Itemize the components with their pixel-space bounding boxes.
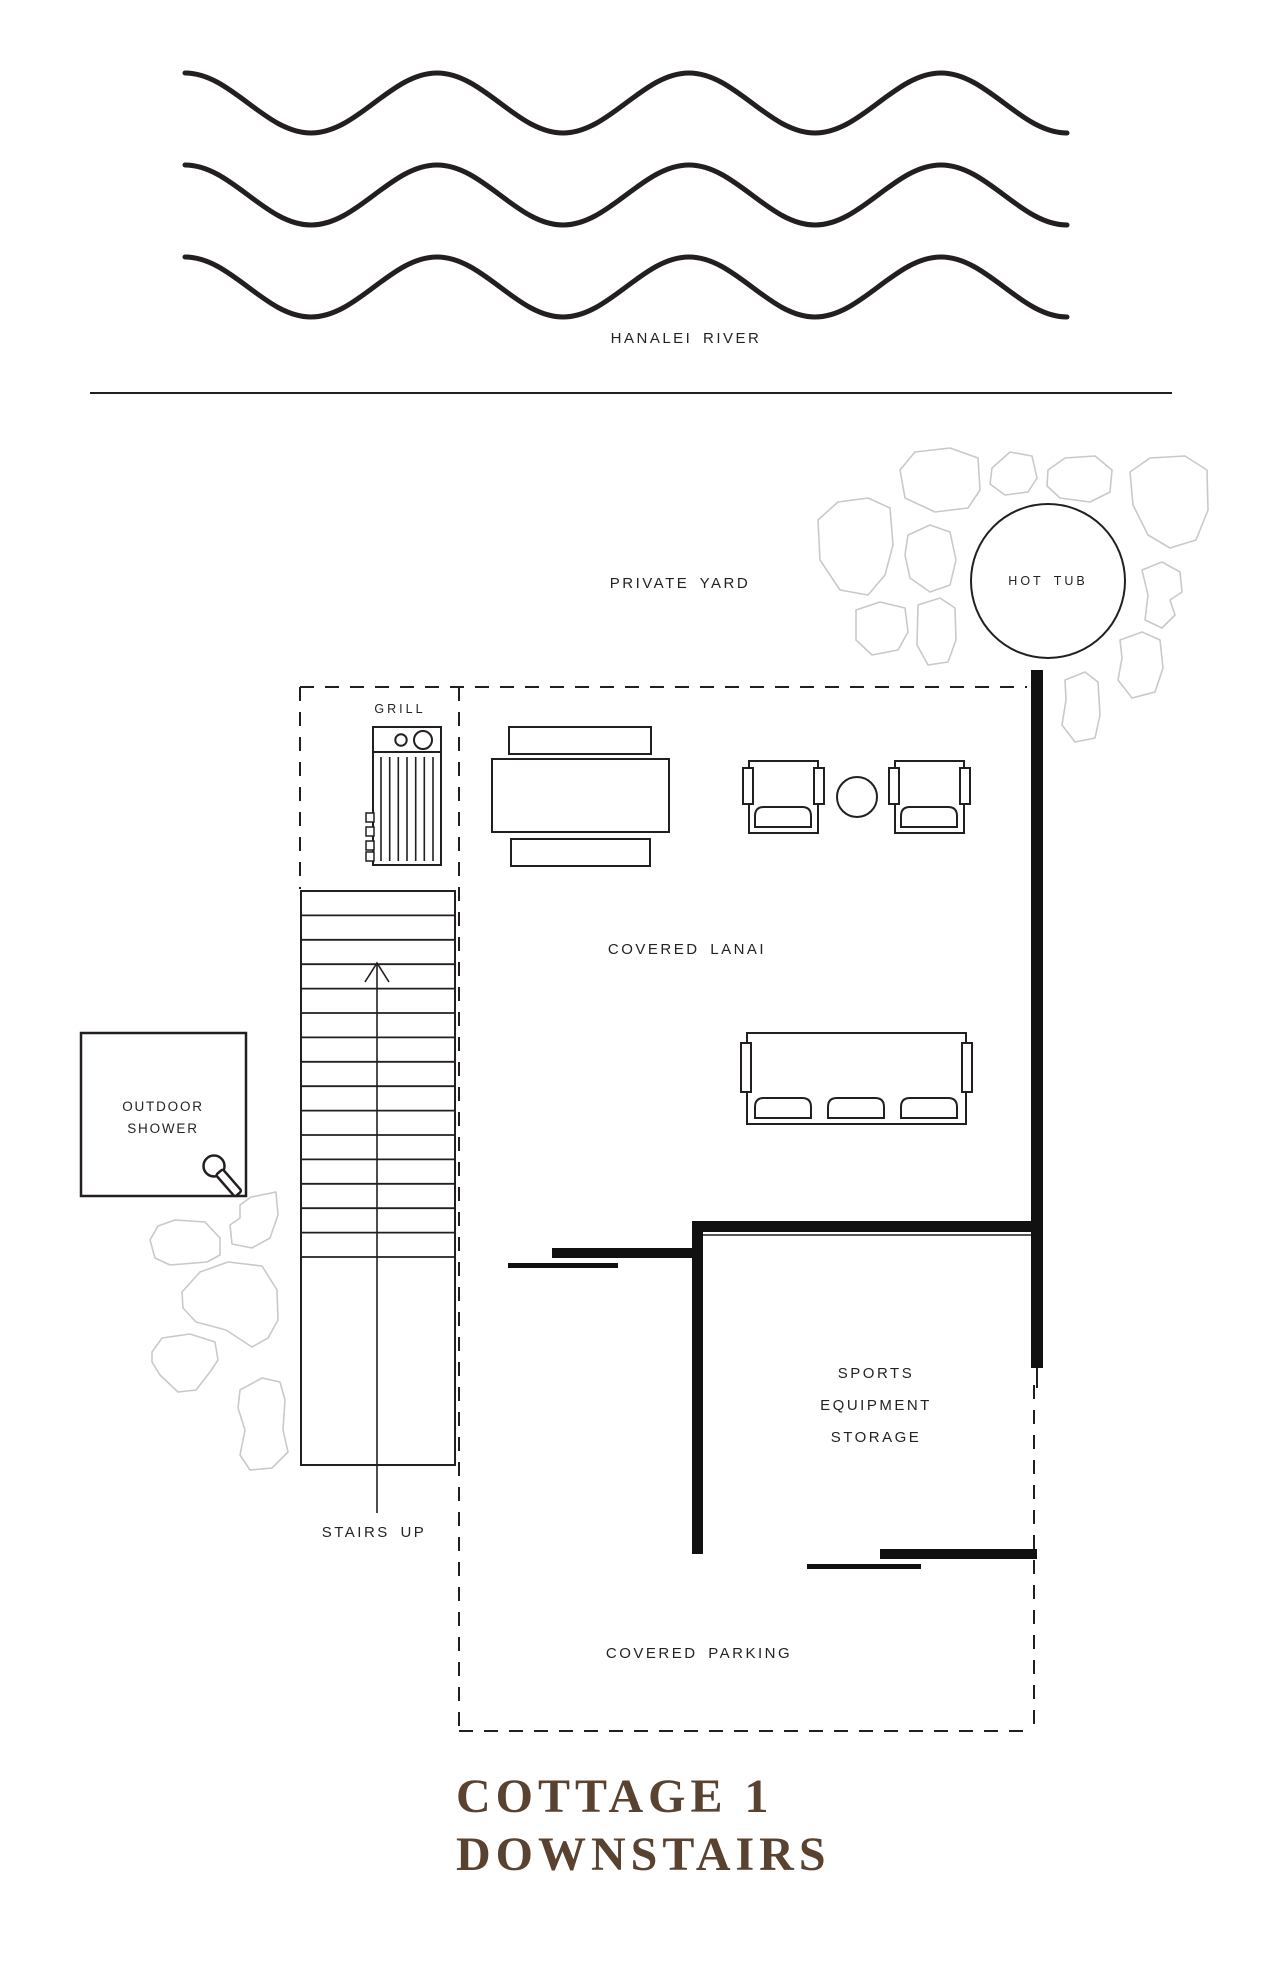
storage-label-line3: STORAGE — [830, 1429, 922, 1446]
covered-parking-label: COVERED PARKING — [605, 1645, 793, 1662]
dashed-boundary — [299, 686, 1035, 1732]
round-side-table — [836, 776, 878, 818]
grill-drawing — [365, 726, 442, 866]
grill-label: GRILL — [374, 702, 426, 716]
outdoor-shower-box — [79, 1031, 248, 1198]
storage-label-line2: EQUIPMENT — [820, 1397, 932, 1414]
shower-head-icon — [202, 1154, 243, 1198]
storage-label: SPORTS EQUIPMENT STORAGE — [820, 1358, 932, 1454]
armchair-right — [888, 760, 971, 834]
armchair-left — [742, 760, 825, 834]
private-yard-label: PRIVATE YARD — [609, 575, 751, 592]
stairs-up-arrow — [364, 961, 390, 1513]
river-waves — [182, 70, 1070, 320]
outdoor-shower-label: OUTDOOR SHOWER — [122, 1096, 204, 1140]
outdoor-shower-label-line2: SHOWER — [127, 1121, 199, 1136]
plan-title-line2: DOWNSTAIRS — [456, 1828, 831, 1881]
covered-lanai-label: COVERED LANAI — [607, 941, 767, 958]
stairs-drawing — [300, 890, 456, 1513]
hot-tub-label: HOT TUB — [1008, 574, 1088, 588]
stairs-up-label: STAIRS UP — [321, 1524, 427, 1541]
hot-tub-circle — [970, 503, 1126, 659]
outdoor-shower-label-line1: OUTDOOR — [122, 1099, 204, 1114]
walls — [508, 670, 1043, 1569]
sofa — [740, 1032, 973, 1125]
hot-tub-rocks — [817, 447, 1209, 743]
storage-label-line1: SPORTS — [837, 1365, 915, 1382]
dining-set — [491, 726, 670, 867]
plan-title-line1: COTTAGE 1 — [456, 1770, 774, 1823]
river-label: HANALEI RIVER — [610, 330, 762, 347]
shower-rocks — [149, 1191, 289, 1471]
grill-knobs — [365, 812, 375, 862]
plan-title: COTTAGE 1 DOWNSTAIRS — [456, 1768, 831, 1884]
